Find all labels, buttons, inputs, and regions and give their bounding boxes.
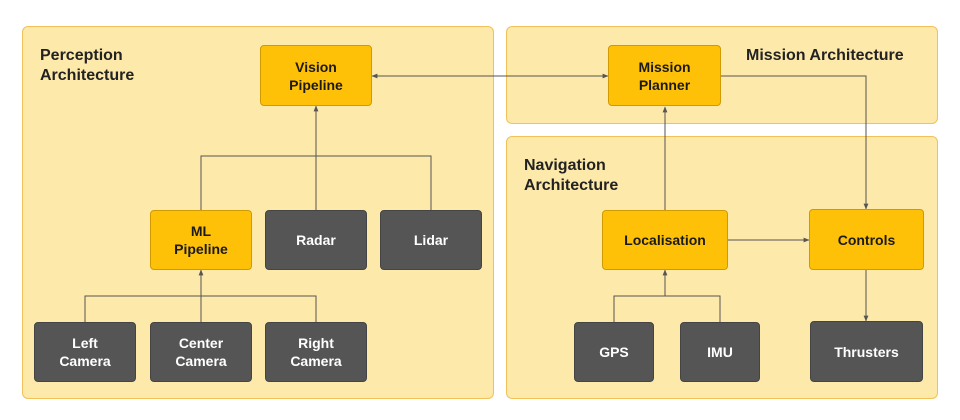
lidar-node: Lidar: [380, 210, 482, 270]
mission-architecture-title: Mission Architecture: [746, 47, 904, 64]
edge-sensors-to-localisation: [613, 295, 721, 322]
localisation-node: Localisation: [602, 210, 728, 270]
vision-pipeline-node: Vision Pipeline: [260, 45, 372, 106]
center-camera-node: Center Camera: [150, 322, 252, 382]
left-camera-node: Left Camera: [34, 322, 136, 382]
controls-node: Controls: [809, 209, 924, 270]
navigation-architecture-title: Navigation Architecture: [524, 157, 619, 194]
thrusters-node: Thrusters: [810, 321, 923, 382]
radar-node: Radar: [265, 210, 367, 270]
mission-planner-node: Mission Planner: [608, 45, 721, 106]
ml-pipeline-node: ML Pipeline: [150, 210, 252, 270]
right-camera-node: Right Camera: [265, 322, 367, 382]
edge-mission-planner-to-controls: [721, 75, 869, 210]
gps-node: GPS: [574, 322, 654, 382]
imu-node: IMU: [680, 322, 760, 382]
perception-architecture-title: Perception Architecture: [40, 47, 135, 84]
